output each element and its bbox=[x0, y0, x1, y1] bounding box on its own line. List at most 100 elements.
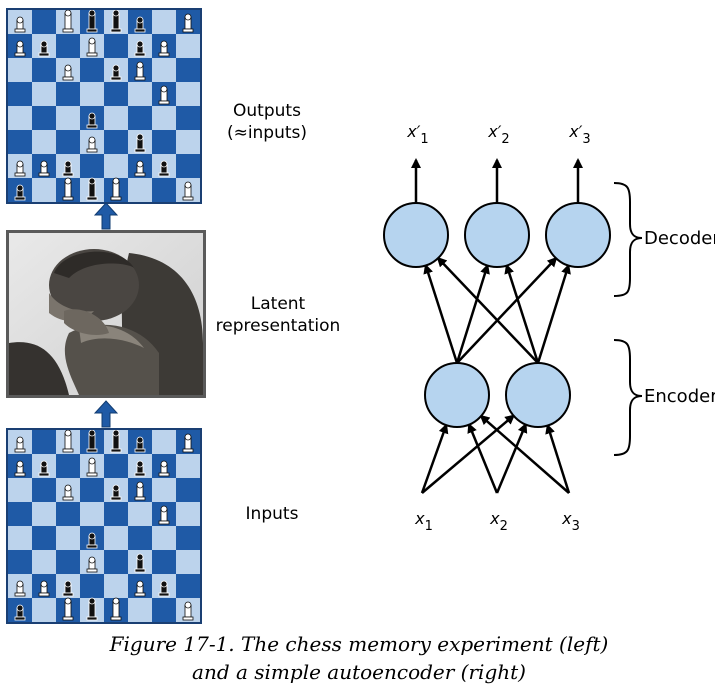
board-square bbox=[104, 154, 128, 178]
board-square bbox=[32, 10, 56, 34]
encoder-to-decoder-edge bbox=[536, 263, 571, 364]
output-variable-label: x′1 bbox=[406, 122, 428, 147]
board-square bbox=[176, 34, 200, 58]
board-square bbox=[176, 550, 200, 574]
board-square bbox=[152, 106, 176, 130]
board-square bbox=[104, 526, 128, 550]
board-square bbox=[80, 574, 104, 598]
chess-piece-icon bbox=[134, 460, 146, 477]
decoder-brace bbox=[613, 182, 643, 297]
board-square bbox=[152, 478, 176, 502]
chess-piece-icon bbox=[134, 40, 146, 57]
board-square bbox=[152, 58, 176, 82]
chess-piece-icon bbox=[134, 436, 146, 453]
chess-piece-icon bbox=[38, 160, 50, 177]
board-square bbox=[32, 106, 56, 130]
board-square bbox=[152, 178, 176, 202]
board-square bbox=[80, 502, 104, 526]
board-square bbox=[56, 130, 80, 154]
chess-piece-icon bbox=[62, 484, 74, 501]
inputs-label: Inputs bbox=[232, 503, 312, 525]
chess-piece-icon bbox=[62, 64, 74, 81]
board-square bbox=[176, 454, 200, 478]
board-square bbox=[152, 550, 176, 574]
input-variable-label: x1 bbox=[414, 509, 433, 534]
chess-piece-icon bbox=[158, 40, 170, 57]
board-square bbox=[104, 502, 128, 526]
board-square bbox=[32, 502, 56, 526]
chess-piece-icon bbox=[62, 597, 74, 621]
encoder-to-decoder-edge bbox=[423, 263, 459, 364]
board-square bbox=[128, 82, 152, 106]
inputs-label-text: Inputs bbox=[245, 504, 299, 524]
board-square bbox=[80, 478, 104, 502]
chess-piece-icon bbox=[14, 40, 26, 57]
input-to-encoder-edge bbox=[495, 422, 528, 494]
chess-piece-icon bbox=[134, 580, 146, 597]
board-square bbox=[128, 598, 152, 622]
input-to-encoder-edge bbox=[467, 422, 499, 494]
board-square bbox=[80, 154, 104, 178]
chess-piece-icon bbox=[14, 604, 26, 621]
chess-piece-icon bbox=[86, 532, 98, 549]
board-square bbox=[32, 550, 56, 574]
caption-line1: Figure 17-1. The chess memory experiment… bbox=[109, 632, 609, 656]
chess-piece-icon bbox=[158, 505, 170, 525]
board-square bbox=[8, 550, 32, 574]
board-square bbox=[32, 598, 56, 622]
chess-piece-icon bbox=[134, 16, 146, 33]
chess-piece-icon bbox=[182, 433, 194, 453]
outputs-label-line2: (≈inputs) bbox=[226, 123, 308, 143]
chess-piece-icon bbox=[62, 10, 74, 33]
output-variable-label: x′3 bbox=[568, 122, 590, 147]
board-square bbox=[8, 58, 32, 82]
latent-label-line2: representation bbox=[215, 316, 341, 336]
output-variable-label: x′2 bbox=[487, 122, 509, 147]
chess-piece-icon bbox=[110, 64, 122, 81]
encoder-to-decoder-edge bbox=[504, 263, 540, 364]
outputs-label-line1: Outputs bbox=[233, 101, 301, 121]
figure-caption: Figure 17-1. The chess memory experiment… bbox=[0, 630, 718, 686]
chess-piece-icon bbox=[110, 177, 122, 201]
board-square bbox=[128, 106, 152, 130]
encoder-to-decoder-edge bbox=[456, 256, 558, 364]
decoder-neuron bbox=[383, 202, 449, 268]
encoder-neuron bbox=[505, 362, 571, 428]
arrow-up-icon bbox=[94, 400, 118, 428]
board-square bbox=[56, 34, 80, 58]
board-square bbox=[104, 34, 128, 58]
decoder-neuron bbox=[464, 202, 530, 268]
chess-piece-icon bbox=[182, 181, 194, 201]
chess-piece-icon bbox=[62, 580, 74, 597]
chess-piece-icon bbox=[14, 184, 26, 201]
latent-label-line1: Latent bbox=[250, 294, 306, 314]
board-square bbox=[32, 82, 56, 106]
chess-piece-icon bbox=[158, 580, 170, 597]
board-square bbox=[104, 130, 128, 154]
chess-piece-icon bbox=[14, 436, 26, 453]
board-square bbox=[80, 82, 104, 106]
chess-piece-icon bbox=[158, 85, 170, 105]
board-square bbox=[56, 454, 80, 478]
board-square bbox=[152, 10, 176, 34]
board-square bbox=[8, 502, 32, 526]
board-square bbox=[128, 502, 152, 526]
chess-piece-icon bbox=[158, 160, 170, 177]
chess-piece-icon bbox=[134, 133, 146, 153]
chess-piece-icon bbox=[86, 177, 98, 201]
decoder-label: Decoder bbox=[644, 228, 715, 249]
chess-piece-icon bbox=[134, 160, 146, 177]
chess-piece-icon bbox=[86, 136, 98, 153]
input-chess-board bbox=[6, 428, 202, 624]
board-square bbox=[128, 526, 152, 550]
chess-piece-icon bbox=[86, 112, 98, 129]
board-square bbox=[32, 478, 56, 502]
chess-piece-icon bbox=[86, 430, 98, 453]
input-to-encoder-edge bbox=[479, 414, 570, 494]
chess-piece-icon bbox=[134, 481, 146, 501]
board-square bbox=[56, 82, 80, 106]
board-square bbox=[32, 58, 56, 82]
board-square bbox=[176, 130, 200, 154]
board-square bbox=[56, 526, 80, 550]
